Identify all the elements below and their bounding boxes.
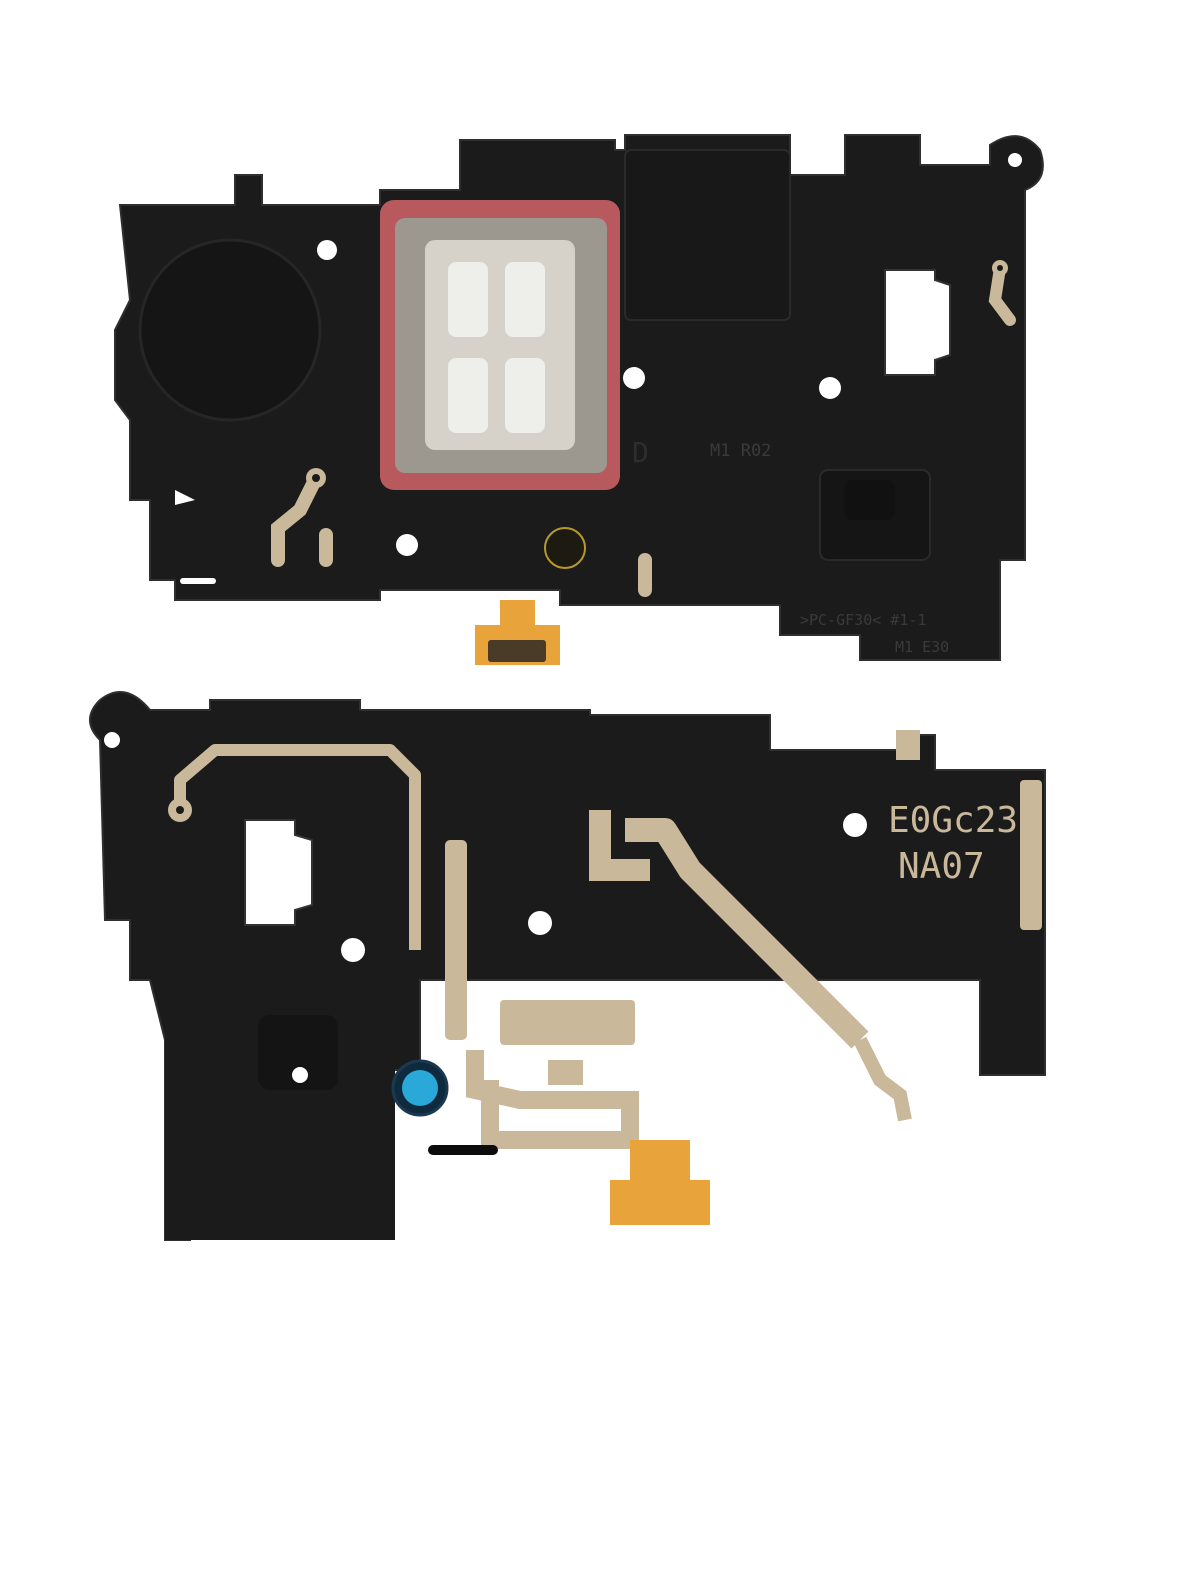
marking-letter: D xyxy=(632,436,649,469)
marking-line2: NA07 xyxy=(898,846,985,887)
speaker-bracket-front: D M1 R02 >PC-GF30< #1-1 M1 E30 xyxy=(0,0,1200,680)
marking-lot: M1 E30 xyxy=(895,638,949,656)
speaker-bracket-back-illustration: E0Gc23 NA07 xyxy=(89,691,1046,1241)
speaker-bracket-back: E0Gc23 NA07 xyxy=(0,680,1200,1586)
speaker-bracket-front-illustration: D M1 R02 >PC-GF30< #1-1 M1 E30 xyxy=(114,134,1044,665)
marking-line1: E0Gc23 xyxy=(888,800,1018,841)
marking-model: >PC-GF30< #1-1 xyxy=(800,611,926,629)
marking-code: M1 R02 xyxy=(710,441,771,461)
